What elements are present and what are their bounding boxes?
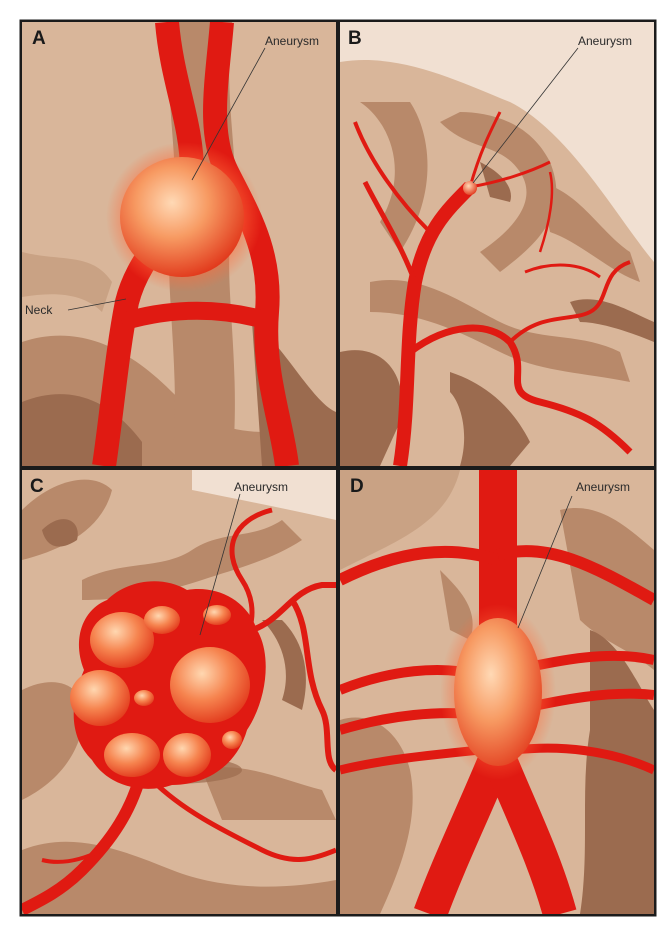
- panel-c-illustration: [22, 470, 336, 914]
- annotation-neck-a: Neck: [25, 303, 52, 317]
- panel-c: C Aneurysm: [22, 470, 336, 914]
- aneurysm-a: [120, 157, 244, 277]
- panel-b: B Aneurysm: [340, 22, 654, 466]
- panel-a: A Aneurysm Neck: [22, 22, 336, 466]
- panel-label-d: D: [350, 476, 364, 498]
- aneurysm-b: [463, 181, 477, 195]
- panel-b-illustration: [340, 22, 654, 466]
- panel-d-illustration: [340, 470, 654, 914]
- annotation-aneurysm-a: Aneurysm: [265, 34, 319, 48]
- aneurysm-d: [454, 618, 542, 766]
- annotation-aneurysm-d: Aneurysm: [576, 480, 630, 494]
- panel-d: D Aneurysm: [340, 470, 654, 914]
- panel-label-a: A: [32, 28, 46, 50]
- panel-label-c: C: [30, 476, 44, 498]
- panel-label-b: B: [348, 28, 362, 50]
- annotation-aneurysm-b: Aneurysm: [578, 34, 632, 48]
- annotation-aneurysm-c: Aneurysm: [234, 480, 288, 494]
- panel-a-illustration: [22, 22, 336, 466]
